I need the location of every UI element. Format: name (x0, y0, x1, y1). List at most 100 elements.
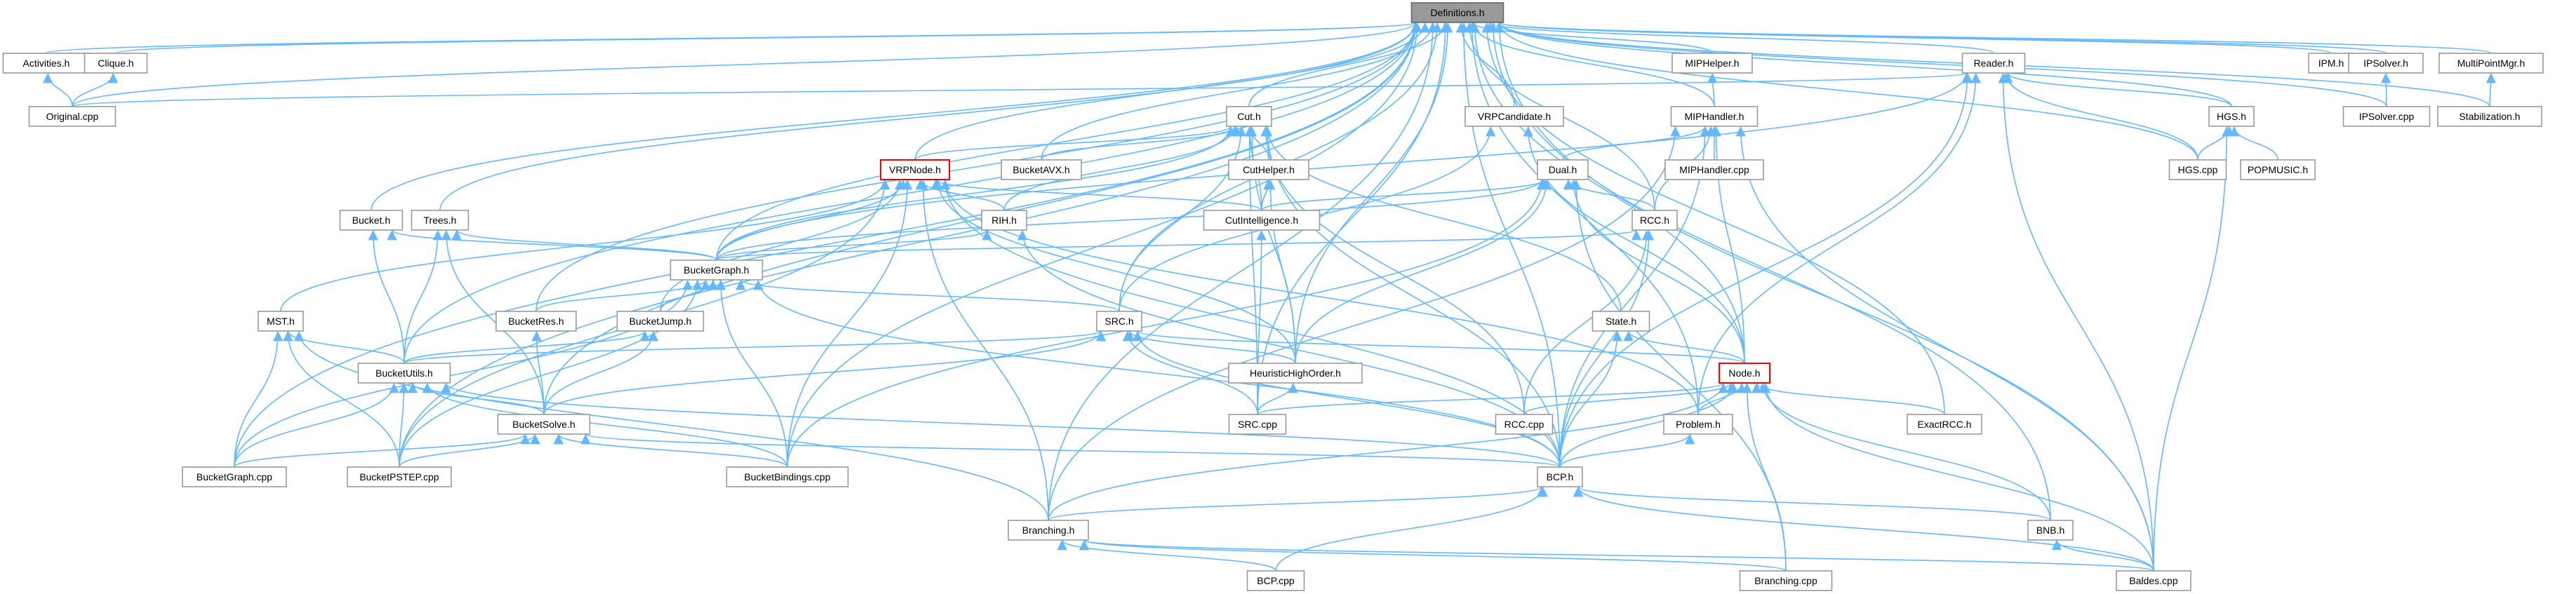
edge-node-h-to-definitions-h (1469, 22, 1745, 364)
edge-src-h-to-bucketgraph-h (735, 279, 1120, 312)
node-ipsolver-h[interactable]: IPSolver.h (2348, 53, 2424, 74)
node-cuthelper-h[interactable]: CutHelper.h (1228, 159, 1309, 180)
node-reader-h[interactable]: Reader.h (1961, 53, 2026, 74)
node-original-cpp[interactable]: Original.cpp (28, 106, 116, 127)
edge-exactrcc-h-to-definitions-h (1481, 22, 1945, 415)
node-definitions-h[interactable]: Definitions.h (1410, 2, 1504, 23)
node-box (2240, 159, 2316, 180)
node-cut-h[interactable]: Cut.h (1226, 106, 1272, 127)
edge-bcp-h-to-definitions-h (1458, 22, 1561, 468)
node-rih-h[interactable]: RIH.h (981, 210, 1027, 231)
edge-bucketgraph-cpp-to-bucketsolve-h (234, 433, 530, 468)
node-mst-h[interactable]: MST.h (258, 311, 304, 332)
node-bucketutils-h[interactable]: BucketUtils.h (357, 363, 451, 384)
node-label: HGS.cpp (2178, 164, 2218, 175)
node-state-h[interactable]: State.h (1591, 311, 1650, 332)
node-stabilization-h[interactable]: Stabilization.h (2437, 106, 2542, 127)
edge-bucketpstep-cpp-to-mst-h (282, 330, 400, 468)
edge-bucketjump-h-to-bucketgraph-h (660, 279, 719, 312)
node-label: Problem.h (1676, 419, 1721, 430)
node-box (1226, 106, 1272, 127)
edge-bucketsolve-h-to-src-h (543, 330, 1107, 415)
node-bcp-h[interactable]: BCP.h (1537, 466, 1583, 487)
node-dual-h[interactable]: Dual.h (1537, 159, 1589, 180)
node-bucketbindings-cpp[interactable]: BucketBindings.cpp (726, 466, 849, 487)
edge-bcp-h-to-cut-h (1262, 126, 1561, 468)
node-bucketavx-h[interactable]: BucketAVX.h (1001, 159, 1082, 180)
node-label: HeuristicHighOrder.h (1250, 367, 1341, 379)
node-box (347, 466, 452, 487)
node-vrpcandidate-h[interactable]: VRPCandidate.h (1464, 106, 1564, 127)
node-ipsolver-cpp[interactable]: IPSolver.cpp (2342, 106, 2431, 127)
node-heuristichighorder-h[interactable]: HeuristicHighOrder.h (1228, 363, 1363, 384)
edge-branching-h-to-node-h (1048, 382, 1729, 521)
edge-branching-h-to-mst-h (293, 330, 1049, 521)
node-branching-cpp[interactable]: Branching.cpp (1739, 570, 1833, 591)
node-label: BucketRes.h (508, 316, 563, 327)
node-label: State.h (1606, 316, 1636, 327)
node-miphandler-cpp[interactable]: MIPHandler.cpp (1664, 159, 1764, 180)
node-bucketsolve-h[interactable]: BucketSolve.h (497, 414, 591, 435)
node-bucketgraph-cpp[interactable]: BucketGraph.cpp (182, 466, 287, 487)
edge-popmusic-h-to-hgs-h (2229, 126, 2278, 161)
edge-reader-h-to-definitions-h (1485, 22, 1994, 54)
node-box (28, 106, 116, 127)
node-label: MST.h (267, 316, 295, 327)
node-label: RIH.h (992, 215, 1017, 226)
node-label: VRPNode.h (889, 164, 941, 175)
node-bnb-h[interactable]: BNB.h (2027, 520, 2074, 541)
node-src-h[interactable]: SRC.h (1096, 311, 1142, 332)
edge-bucketgraph-cpp-to-mst-h (234, 330, 283, 468)
edge-src-cpp-to-cutintelligence-h (1256, 229, 1267, 415)
node-bucketpstep-cpp[interactable]: BucketPSTEP.cpp (347, 466, 452, 487)
node-hgs-h[interactable]: HGS.h (2208, 106, 2255, 127)
node-box (1537, 159, 1589, 180)
edge-bcp-h-to-rcc-h (1559, 229, 1655, 468)
node-vrpnode-h[interactable]: VRPNode.h (880, 159, 950, 180)
edge-vrpnode-h-to-cut-h (914, 126, 1236, 161)
node-trees-h[interactable]: Trees.h (411, 210, 469, 231)
node-src-cpp[interactable]: SRC.cpp (1228, 414, 1287, 435)
node-ipm-h[interactable]: IPM.h (2308, 53, 2354, 74)
node-activities-h[interactable]: Activities.h (2, 53, 91, 74)
edge-original-cpp-to-clique-h (72, 72, 119, 107)
node-problem-h[interactable]: Problem.h (1663, 414, 1733, 435)
node-box (1739, 570, 1833, 591)
node-hgs-cpp[interactable]: HGS.cpp (2168, 159, 2227, 180)
node-box (1228, 363, 1363, 384)
node-label: Branching.h (1022, 525, 1075, 536)
node-label: Activities.h (23, 58, 70, 69)
node-bcp-cpp[interactable]: BCP.cpp (1246, 570, 1305, 591)
node-rcc-cpp[interactable]: RCC.cpp (1495, 414, 1554, 435)
edge-bucketbindings-cpp-to-bucketutils-h (422, 382, 788, 468)
edge-bucketutils-h-to-src-h (403, 330, 1106, 364)
node-rcc-h[interactable]: RCC.h (1631, 210, 1678, 231)
node-box (1203, 210, 1321, 231)
edge-hgs-cpp-to-definitions-h (1494, 22, 2198, 161)
edge-bucketpstep-cpp-to-bucketsolve-h (399, 433, 540, 468)
edge-bnb-h-to-bcp-h (1573, 486, 2051, 521)
edge-original-cpp-to-reader-h (72, 72, 1971, 107)
node-branching-h[interactable]: Branching.h (1008, 520, 1089, 541)
node-cutintelligence-h[interactable]: CutIntelligence.h (1203, 210, 1321, 231)
node-bucket-h[interactable]: Bucket.h (339, 210, 403, 231)
node-box (1096, 311, 1142, 332)
node-popmusic-h[interactable]: POPMUSIC.h (2240, 159, 2316, 180)
node-box (84, 53, 148, 74)
node-multipointmgr-h[interactable]: MultiPointMgr.h (2438, 53, 2544, 74)
node-label: POPMUSIC.h (2248, 164, 2308, 175)
node-baldes-cpp[interactable]: Baldes.cpp (2116, 570, 2191, 591)
node-node-h[interactable]: Node.h (1719, 363, 1770, 384)
edge-ipsolver-cpp-to-definitions-h (1494, 22, 2387, 107)
edge-branching-h-to-bcp-h (1048, 486, 1547, 521)
edge-branching-h-to-definitions-h (1048, 22, 1439, 521)
node-box (669, 259, 763, 281)
node-label: Cut.h (1237, 111, 1260, 122)
node-exactrcc-h[interactable]: ExactRCC.h (1907, 414, 1982, 435)
node-bucketgraph-h[interactable]: BucketGraph.h (669, 259, 763, 281)
node-miphandler-h[interactable]: MIPHandler.h (1670, 106, 1759, 127)
node-clique-h[interactable]: Clique.h (84, 53, 148, 74)
node-bucketres-h[interactable]: BucketRes.h (495, 311, 577, 332)
node-miphelper-h[interactable]: MIPHelper.h (1671, 53, 1753, 74)
node-bucketjump-h[interactable]: BucketJump.h (616, 311, 705, 332)
